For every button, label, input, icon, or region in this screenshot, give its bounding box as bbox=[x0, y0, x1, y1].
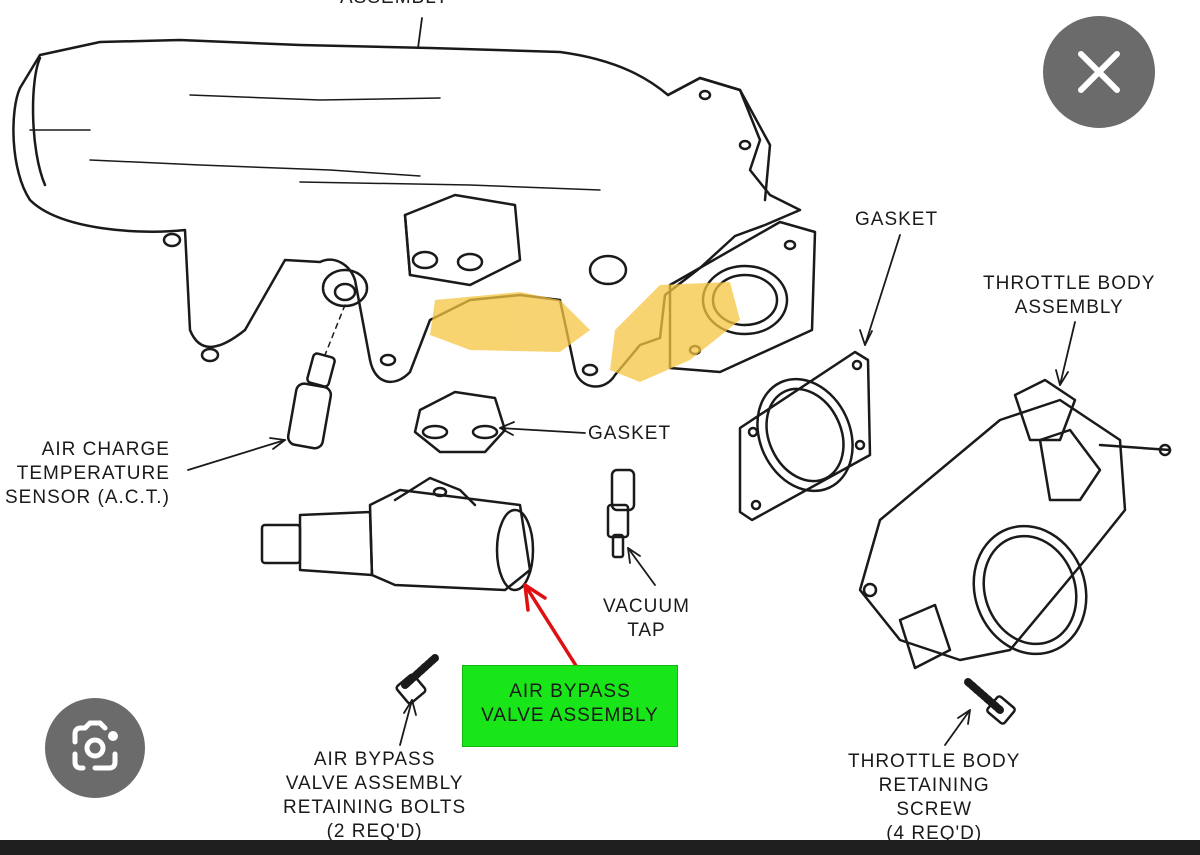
label-throttle-body-assembly: THROTTLE BODY ASSEMBLY bbox=[983, 273, 1156, 318]
air-bypass-valve bbox=[260, 476, 535, 592]
small-gasket bbox=[413, 390, 507, 454]
intake-manifold bbox=[12, 38, 817, 388]
vacuum-tap-part bbox=[606, 468, 636, 559]
close-icon bbox=[1078, 51, 1120, 93]
lens-search-button[interactable] bbox=[45, 698, 145, 798]
label-vacuum-tap: VACUUM TAP bbox=[603, 596, 690, 641]
leader-lines bbox=[187, 17, 1076, 746]
throttle-gasket bbox=[738, 350, 872, 522]
label-retaining-bolts: AIR BYPASS VALVE ASSEMBLY RETAINING BOLT… bbox=[283, 749, 467, 842]
label-retaining-screw: THROTTLE BODY RETAINING SCREW (4 REQ'D) bbox=[848, 751, 1021, 844]
close-button[interactable] bbox=[1043, 16, 1155, 128]
red-arrow bbox=[523, 583, 582, 674]
bottom-bar bbox=[0, 840, 1200, 855]
label-gasket-lower: GASKET bbox=[588, 423, 672, 444]
label-air-bypass-valve: AIR BYPASS VALVE ASSEMBLY bbox=[481, 681, 659, 726]
throttle-screw bbox=[964, 678, 1016, 725]
lens-camera-icon bbox=[72, 720, 118, 771]
label-assembly-partial: ASSEMBLY bbox=[340, 0, 449, 10]
yellow-marker-highlights bbox=[430, 282, 740, 382]
label-gasket-upper: GASKET bbox=[855, 209, 939, 230]
throttle-body bbox=[858, 378, 1172, 670]
air-bypass-valve-callout: AIR BYPASS VALVE ASSEMBLY bbox=[462, 665, 678, 747]
valve-bolt bbox=[395, 654, 439, 705]
label-act-sensor: AIR CHARGE TEMPERATURE SENSOR (A.C.T.) bbox=[5, 439, 170, 508]
act-sensor bbox=[286, 304, 346, 450]
